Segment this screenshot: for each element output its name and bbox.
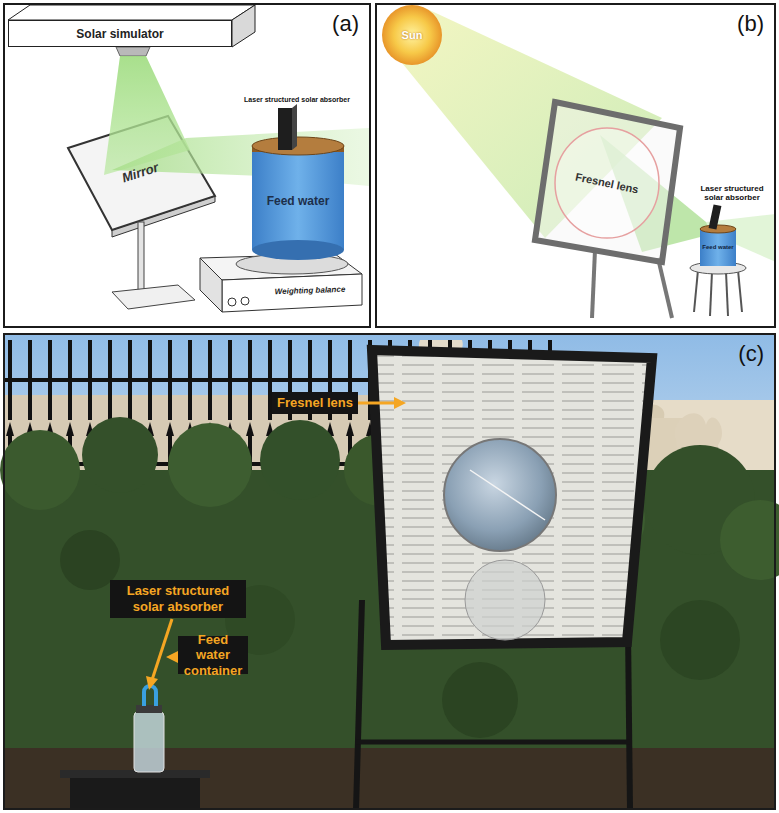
solar-absorber (292, 104, 297, 150)
fresnel-lens-stand (356, 740, 630, 745)
weighting-balance (241, 297, 249, 305)
photo-scene (720, 500, 779, 580)
node-text: Solar simulator (76, 27, 163, 41)
node-text: Sun (402, 29, 423, 41)
photo-scene (260, 420, 340, 500)
feed-water-container (709, 204, 722, 229)
figure-panel: (a) Solar simulatorMirrorFeed waterWeight… (3, 3, 371, 328)
water-container: Feed water (700, 240, 736, 254)
feed-water-container (252, 137, 344, 155)
photo-scene (0, 430, 80, 510)
node-text: Mirror (120, 159, 160, 185)
mirror-panel: Mirror (93, 147, 186, 198)
absorber-setup (60, 686, 210, 810)
solar-simulator (8, 5, 255, 20)
solar-absorber (278, 104, 297, 150)
fresnel-lens-stand (465, 560, 545, 640)
feed-water-container (252, 150, 344, 250)
fresnel-lens-stand (444, 439, 556, 551)
absorber-setup (134, 712, 164, 772)
absorber-setup (136, 705, 162, 713)
node-text: Feed water (267, 194, 330, 208)
photo-scene (168, 423, 252, 507)
fresnel-lens-stand (356, 350, 652, 810)
fresnel-frame (535, 102, 680, 262)
solar-absorber (278, 108, 292, 150)
leader-arrow (358, 402, 396, 405)
stool (726, 272, 728, 316)
callout-box: Fresnel lens (272, 392, 358, 414)
sun-circle: Sun (382, 5, 442, 65)
solar-simulator (8, 5, 255, 56)
mirror (112, 285, 195, 309)
photo-scene (3, 333, 776, 810)
node-text: Fresnel lens (277, 395, 353, 411)
callout-box: Feed water container (178, 636, 248, 674)
node-text: Weighting balance (275, 284, 346, 295)
absorber-setup (144, 686, 156, 706)
node-text: Feed water (702, 244, 733, 250)
solar-simulator (232, 5, 255, 47)
panel-letter: (c) (738, 341, 764, 367)
panel-letter: (b) (737, 11, 764, 37)
stool (710, 272, 712, 316)
photo-scene (0, 333, 779, 810)
simulator-box: Solar simulator (8, 20, 232, 47)
feed-water-container (252, 240, 344, 260)
panel-letter: (a) (332, 11, 359, 37)
figure-panel: (b) SunFresnel lensFeed water (375, 3, 776, 328)
sun (382, 5, 442, 65)
fresnel-frame (535, 102, 680, 318)
stool (694, 270, 698, 312)
part-label: Laser structured solar absorber (690, 184, 774, 202)
leader-arrow (166, 651, 178, 663)
feed-water-container (700, 204, 736, 266)
weighting-balance (200, 258, 222, 312)
fresnel-frame (658, 258, 672, 318)
absorber-setup (70, 776, 200, 810)
feed-water-container (700, 230, 736, 266)
weighting-balance (200, 254, 362, 312)
node-text: Feed water container (181, 632, 245, 679)
fresnel-frame (592, 250, 595, 318)
leader-arrow (152, 619, 172, 680)
photo-scene (442, 662, 518, 738)
weighting-balance (222, 274, 362, 312)
leader-arrow (146, 397, 406, 690)
fresnel-lens-stand (356, 600, 362, 810)
feed-water-container (252, 137, 344, 260)
photo-scene (660, 600, 740, 680)
figure-panel: (c) Fresnel lensLaser structured solar ab… (3, 333, 776, 810)
callout-box: Laser structured solar absorber (110, 580, 246, 618)
weighting-balance (228, 298, 236, 306)
stool (738, 270, 742, 312)
leader-arrow (146, 676, 158, 690)
lens-circle: Fresnel lens (555, 160, 658, 206)
stool (690, 262, 746, 316)
fresnel-lens-stand (372, 350, 652, 645)
fresnel-lens-stand (470, 470, 545, 520)
photo-scene (82, 417, 158, 493)
fresnel-frame (555, 128, 659, 238)
feed-water-container (700, 225, 736, 233)
balance-box: Weighting balance (258, 281, 362, 299)
leader-arrow (394, 397, 406, 409)
photo-scene (3, 748, 776, 810)
water-container: Feed water (255, 186, 341, 216)
node-text: Fresnel lens (574, 170, 639, 195)
part-label: Laser structured solar absorber (232, 96, 362, 103)
sun-beam (398, 8, 776, 262)
mirror (138, 222, 144, 290)
node-text: Laser structured solar absorber (113, 583, 243, 614)
fresnel-lens-stand (628, 630, 630, 810)
solar-simulator (116, 47, 150, 56)
